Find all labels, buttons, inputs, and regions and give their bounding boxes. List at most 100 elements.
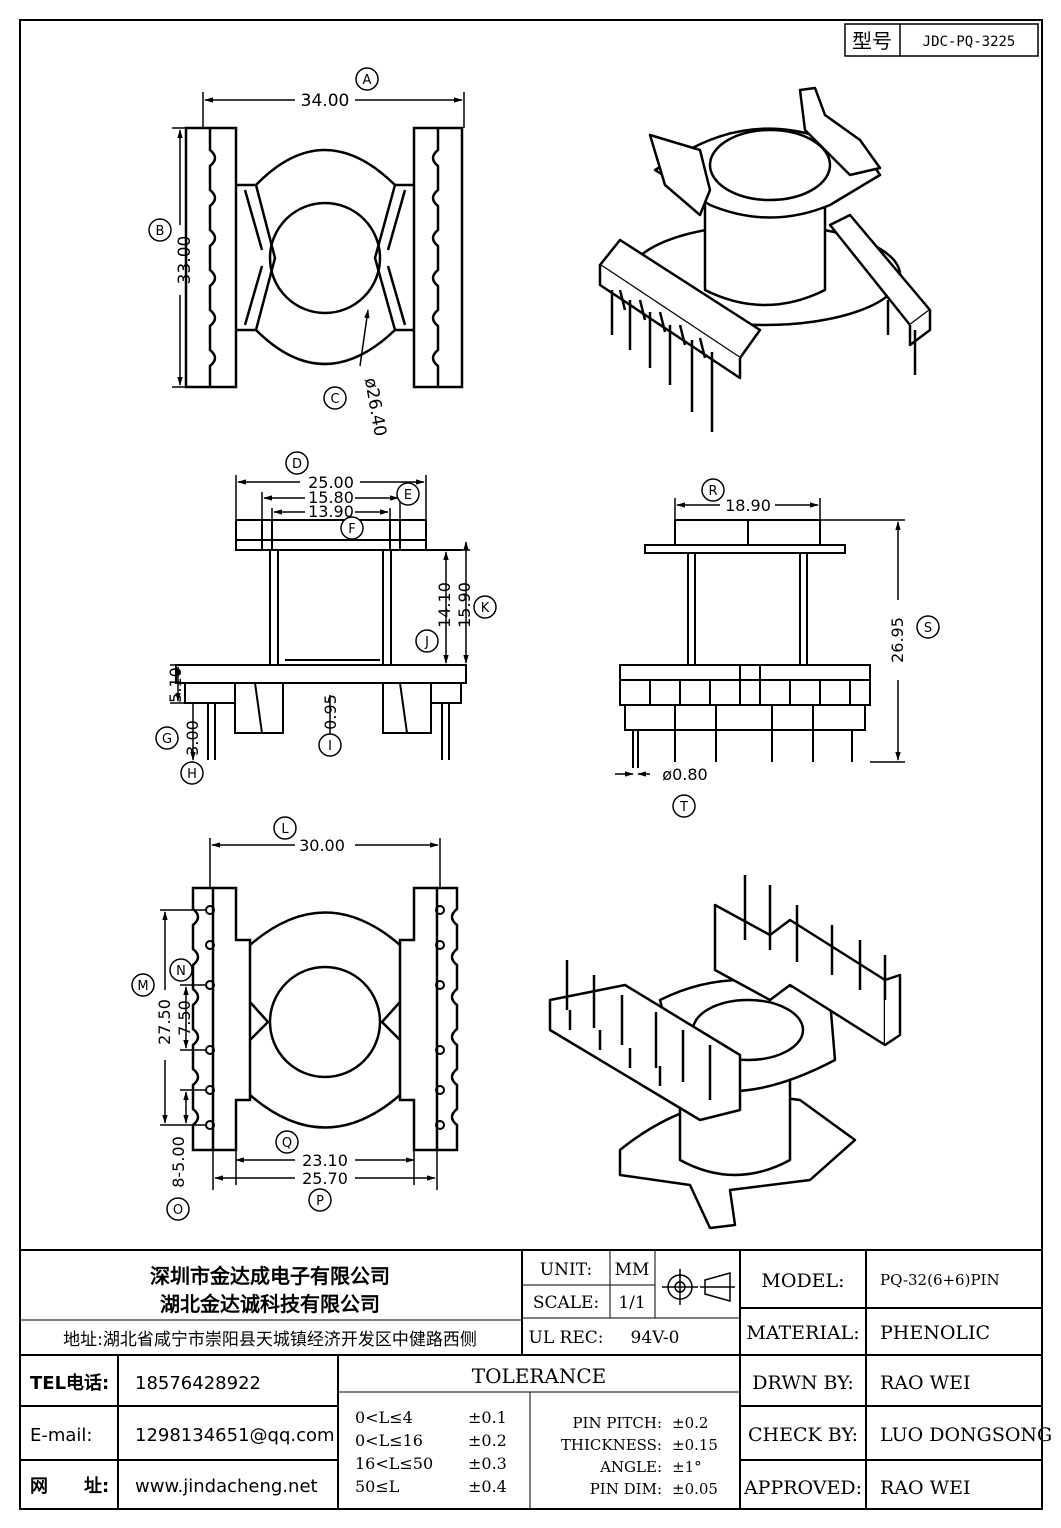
tol-range-3: 50≤L xyxy=(355,1477,400,1496)
callout-C xyxy=(323,386,347,410)
tol-value-2: ±0.3 xyxy=(468,1454,507,1473)
dim-M-value: 27.50 xyxy=(155,999,174,1045)
callout-letter-A: A xyxy=(363,73,372,88)
callout-Q xyxy=(275,1130,299,1154)
callout-T xyxy=(672,794,696,818)
dim-G-value: 5.10 xyxy=(166,667,185,703)
side-view-dimensions xyxy=(615,498,905,777)
callout-letter-Q: Q xyxy=(282,1136,292,1151)
callout-letter-E: E xyxy=(404,488,412,503)
callout-letter-L: L xyxy=(281,822,289,837)
callout-letter-P: P xyxy=(316,1194,324,1209)
callout-letter-T: T xyxy=(679,800,688,815)
ulrec-label: UL REC: xyxy=(529,1328,604,1348)
dim-L-value: 30.00 xyxy=(299,836,345,855)
callout-B xyxy=(148,218,172,242)
callout-letter-S: S xyxy=(924,621,932,636)
dim-P-value: 25.70 xyxy=(302,1169,348,1188)
title-block-grid xyxy=(20,1249,1042,1509)
callout-O xyxy=(166,1197,190,1221)
dim-T-value: ø0.80 xyxy=(662,765,707,784)
tol-other-value-2: ±1° xyxy=(672,1458,702,1476)
tolerance-length-rules: 0<L≤4 ±0.1 0<L≤16 ±0.2 16<L≤50 ±0.3 50≤L… xyxy=(355,1408,507,1496)
callout-letter-R: R xyxy=(708,484,717,499)
dim-Q-value: 23.10 xyxy=(302,1151,348,1170)
material-label: MATERIAL: xyxy=(746,1322,859,1344)
tol-value-3: ±0.4 xyxy=(468,1477,507,1496)
callout-letter-F: F xyxy=(348,522,355,537)
unit-label: UNIT: xyxy=(540,1260,592,1280)
bottom-view xyxy=(191,886,459,1152)
dim-A-value: 34.00 xyxy=(301,91,350,111)
dim-O-value: 8-5.00 xyxy=(169,1136,188,1188)
dim-F-value: 13.90 xyxy=(308,502,354,521)
tol-other-label-1: THICKNESS: xyxy=(561,1436,662,1454)
bottom-view-dimensions xyxy=(160,838,441,1190)
callout-K xyxy=(473,595,497,619)
callout-letter-H: H xyxy=(187,767,197,782)
dim-S-value: 26.95 xyxy=(888,617,907,663)
side-view xyxy=(619,519,871,768)
tol-range-2: 16<L≤50 xyxy=(355,1454,433,1473)
callout-R xyxy=(701,478,725,502)
email-value: 1298134651@qq.com xyxy=(135,1425,335,1446)
callout-letter-C: C xyxy=(330,392,339,407)
front-view-dimensions xyxy=(170,475,470,761)
bottom-view-pins xyxy=(205,905,445,1130)
tolerance-other: PIN PITCH: ±0.2 THICKNESS: ±0.15 ANGLE: … xyxy=(561,1414,718,1498)
ulrec-value: 94V-0 xyxy=(631,1328,680,1348)
material-value: PHENOLIC xyxy=(880,1322,990,1344)
scale-value: 1/1 xyxy=(618,1293,645,1313)
tol-other-label-0: PIN PITCH: xyxy=(572,1414,662,1432)
tolerance-title: TOLERANCE xyxy=(472,1364,607,1388)
dim-E-value: 15.80 xyxy=(308,488,354,507)
callout-letter-N: N xyxy=(176,964,186,979)
top-view-dimensions xyxy=(172,92,465,388)
callout-I xyxy=(318,733,342,757)
callouts xyxy=(131,67,940,1221)
web-value: www.jindacheng.net xyxy=(135,1476,318,1497)
unit-value: MM xyxy=(615,1260,650,1280)
callout-letter-K: K xyxy=(481,601,490,616)
approved-label: APPROVED: xyxy=(743,1477,862,1499)
tol-range-1: 0<L≤16 xyxy=(355,1431,423,1450)
dim-D-value: 25.00 xyxy=(308,473,354,492)
tol-other-value-0: ±0.2 xyxy=(672,1414,708,1432)
drawn-by-value: RAO WEI xyxy=(880,1372,971,1394)
scale-label: SCALE: xyxy=(533,1293,599,1313)
model-label: MODEL: xyxy=(761,1270,844,1292)
check-by-value: LUO DONGSONG xyxy=(880,1424,1052,1446)
callout-letter-B: B xyxy=(156,224,165,239)
callout-letter-D: D xyxy=(292,457,302,472)
email-label: E-mail: xyxy=(30,1425,93,1446)
callout-F xyxy=(340,516,364,540)
callout-S xyxy=(916,615,940,639)
dim-C-value: ø26.40 xyxy=(360,376,390,438)
drawing-number-label: 型号 xyxy=(852,29,892,53)
callout-D xyxy=(285,451,309,475)
web-label: 网 址: xyxy=(30,1476,109,1497)
tol-value-0: ±0.1 xyxy=(468,1408,507,1427)
tel-value: 18576428922 xyxy=(135,1373,261,1394)
callout-letter-J: J xyxy=(424,635,429,650)
tol-other-value-3: ±0.05 xyxy=(672,1480,718,1498)
tol-range-0: 0<L≤4 xyxy=(355,1408,413,1427)
tol-other-label-2: ANGLE: xyxy=(599,1458,662,1476)
dim-H-value: 3.00 xyxy=(183,720,202,756)
tel-label: TEL电话: xyxy=(30,1372,109,1394)
top-view xyxy=(184,126,464,389)
callout-H xyxy=(180,761,204,785)
callout-L xyxy=(273,816,297,840)
dim-K-value: 15.90 xyxy=(455,582,474,628)
model-value: PQ-32(6+6)PIN xyxy=(880,1271,1000,1289)
callout-letter-M: M xyxy=(137,979,148,994)
drawing-number-box: 型号 JDC-PQ-3225 xyxy=(844,23,1039,57)
callout-M xyxy=(131,973,155,997)
drawn-by-label: DRWN BY: xyxy=(752,1372,854,1394)
dim-R-value: 18.90 xyxy=(725,496,771,515)
callout-letters: A B C D E F G H I J K L M N O P Q R S T xyxy=(137,73,932,1218)
dim-J-value: 14.10 xyxy=(435,582,454,628)
tol-other-value-1: ±0.15 xyxy=(672,1436,718,1454)
